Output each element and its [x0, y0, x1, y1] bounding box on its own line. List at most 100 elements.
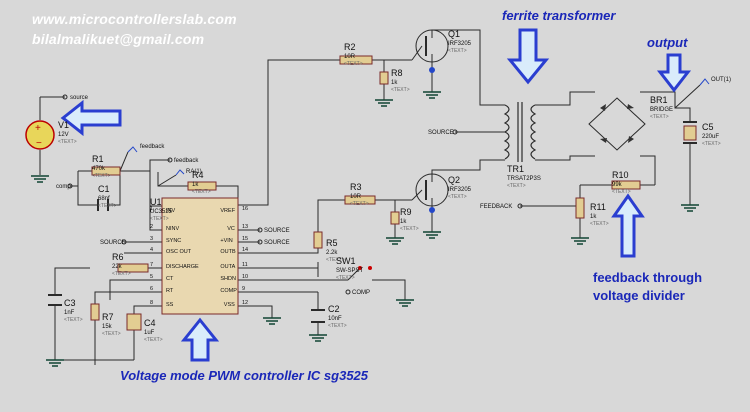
c4-ref-label: C4 — [144, 318, 156, 328]
r8-text-placeholder: <TEXT> — [391, 87, 410, 93]
net-label-source_top: source — [70, 95, 89, 101]
c5-text-placeholder: <TEXT> — [702, 141, 721, 147]
v1-value-label: 12V — [58, 132, 69, 138]
r2-text-placeholder: <TEXT> — [344, 61, 363, 67]
c4-electrolytic-body — [126, 313, 142, 331]
c5-electrolytic-body — [683, 125, 697, 141]
u1-pin-number-right: 10 — [242, 274, 248, 280]
r4-ref-label: R4 — [192, 170, 204, 180]
r5-ref-label: R5 — [326, 238, 338, 248]
net-label-feedback_right: FEEDBACK — [480, 204, 512, 210]
u1-pin-number-right: 13 — [242, 224, 248, 230]
capacitor-plates — [48, 121, 697, 323]
u1-pin-ss: SS — [166, 302, 174, 308]
tr1-value-label: TRSAT2P3S — [507, 176, 541, 182]
q1-text-placeholder: <TEXT> — [448, 48, 467, 54]
bridge-rectifier — [588, 97, 646, 151]
u1-pin-vref: VREF — [220, 208, 235, 214]
u1-pin-inv: INV — [166, 208, 176, 214]
tr1-ref-label: TR1 — [507, 164, 524, 174]
svg-text:+: + — [35, 123, 41, 134]
author-email[interactable]: bilalmalikuet@gmail.com — [32, 31, 205, 47]
c2-ref-label: C2 — [328, 304, 340, 314]
arrow-down-transformer — [506, 28, 550, 85]
c4-value-label: 1uF — [144, 330, 155, 336]
u1-pin-number-right: 15 — [242, 236, 248, 242]
annotation-ferrite-transformer: ferrite transformer — [502, 8, 616, 23]
r10-text-placeholder: <TEXT> — [612, 189, 631, 195]
u1-pin-number-right: 12 — [242, 300, 248, 306]
r2-ref-label: R2 — [344, 42, 356, 52]
arrow-left-source — [60, 99, 122, 137]
c5-ref-label: C5 — [702, 122, 714, 132]
r3-ref-label: R3 — [350, 182, 362, 192]
v1-ref-label: V1 — [58, 120, 69, 130]
c3-text-placeholder: <TEXT> — [64, 317, 83, 323]
c3-value-label: 1nF — [64, 310, 75, 316]
r11-ref-label: R11 — [590, 202, 606, 212]
u1-pin-vss: VSS — [224, 302, 235, 308]
r3-text-placeholder: <TEXT> — [350, 201, 369, 207]
net-label-source_tr: SOURCE — [428, 130, 454, 136]
r7-ref-label: R7 — [102, 312, 114, 322]
sw1-value-label: SW-SPST — [336, 268, 364, 274]
annotation-feedback-line1: feedback through — [593, 270, 703, 285]
br1-value-label: BRIDGE — [650, 107, 673, 113]
r5-value-label: 2.2k — [326, 250, 338, 256]
u1-pin-rt: RT — [166, 288, 174, 294]
u1-pin-ninv: NINV — [166, 226, 179, 232]
r1-ref-label: R1 — [92, 154, 104, 164]
r9-value-label: 1k — [400, 219, 407, 225]
u1-pin-number-left: 3 — [150, 236, 153, 242]
net-label-source_mid: SOURCE — [100, 240, 126, 246]
r6-text-placeholder: <TEXT> — [112, 271, 131, 277]
u1-pin-vc: VC — [227, 226, 235, 232]
u1-pin-number-left: 6 — [150, 286, 153, 292]
c1-text-placeholder: <TEXT> — [98, 203, 117, 209]
u1-pin-outb: OUTB — [220, 249, 236, 255]
r6-value-label: 22k — [112, 264, 123, 270]
q2-ref-label: Q2 — [448, 175, 460, 185]
u1-pin-number-right: 14 — [242, 247, 248, 253]
c1-value-label: 68nf — [98, 196, 110, 202]
output-probe-icon — [699, 78, 710, 86]
u1-pin-outa: OUTA — [220, 264, 235, 270]
br1-ref-label: BR1 — [650, 95, 668, 105]
c5-value-label: 220uF — [702, 134, 719, 140]
u1-pin-comp: COMP — [220, 288, 237, 294]
arrow-up-pwm — [180, 317, 220, 362]
u1-pin-osc-out: OSC OUT — [166, 249, 192, 255]
r5-text-placeholder: <TEXT> — [326, 257, 345, 263]
q2-text-placeholder: <TEXT> — [448, 194, 467, 200]
u1-pin-number-left: 2 — [150, 224, 153, 230]
v1-text-placeholder: <TEXT> — [58, 139, 77, 145]
u1-pin-number-right: 16 — [242, 206, 248, 212]
net-label-comp_sw: COMP — [352, 290, 370, 296]
u1-pin-discharge: DISCHARGE — [166, 264, 199, 270]
q1-value-label: IRF3205 — [448, 41, 472, 47]
r4-text-placeholder: <TEXT> — [192, 189, 211, 195]
ferrite-transformer-symbol — [503, 102, 537, 162]
feedback-probe-icon — [127, 146, 138, 153]
r4-value-label: 1k — [192, 182, 199, 188]
net-label-feedback_probe: feedback — [140, 144, 165, 150]
u1-pin--vin: +VIN — [220, 238, 232, 244]
net-label-source_vin: SOURCE — [264, 240, 290, 246]
resistor-bodies — [90, 55, 641, 321]
u1-ref-label: U1 — [150, 197, 162, 207]
svg-text:−: − — [36, 138, 42, 149]
u1-pin-number-right: 9 — [242, 286, 245, 292]
net-label-ra1: RA(1) — [186, 169, 202, 175]
r8-value-label: 1k — [391, 80, 398, 86]
r6-ref-label: R6 — [112, 252, 124, 262]
r1-value-label: 470k — [92, 166, 106, 172]
u1-pin-shdn: SHDN — [220, 276, 236, 282]
mosfet-q1-symbol — [411, 29, 449, 78]
u1-text-placeholder: <TEXT> — [150, 216, 169, 222]
sw1-contact-left — [358, 266, 362, 270]
net-label-source_vc: SOURCE — [264, 228, 290, 234]
website-url[interactable]: www.microcontrollerslab.com — [32, 11, 237, 27]
r11-text-placeholder: <TEXT> — [590, 221, 609, 227]
